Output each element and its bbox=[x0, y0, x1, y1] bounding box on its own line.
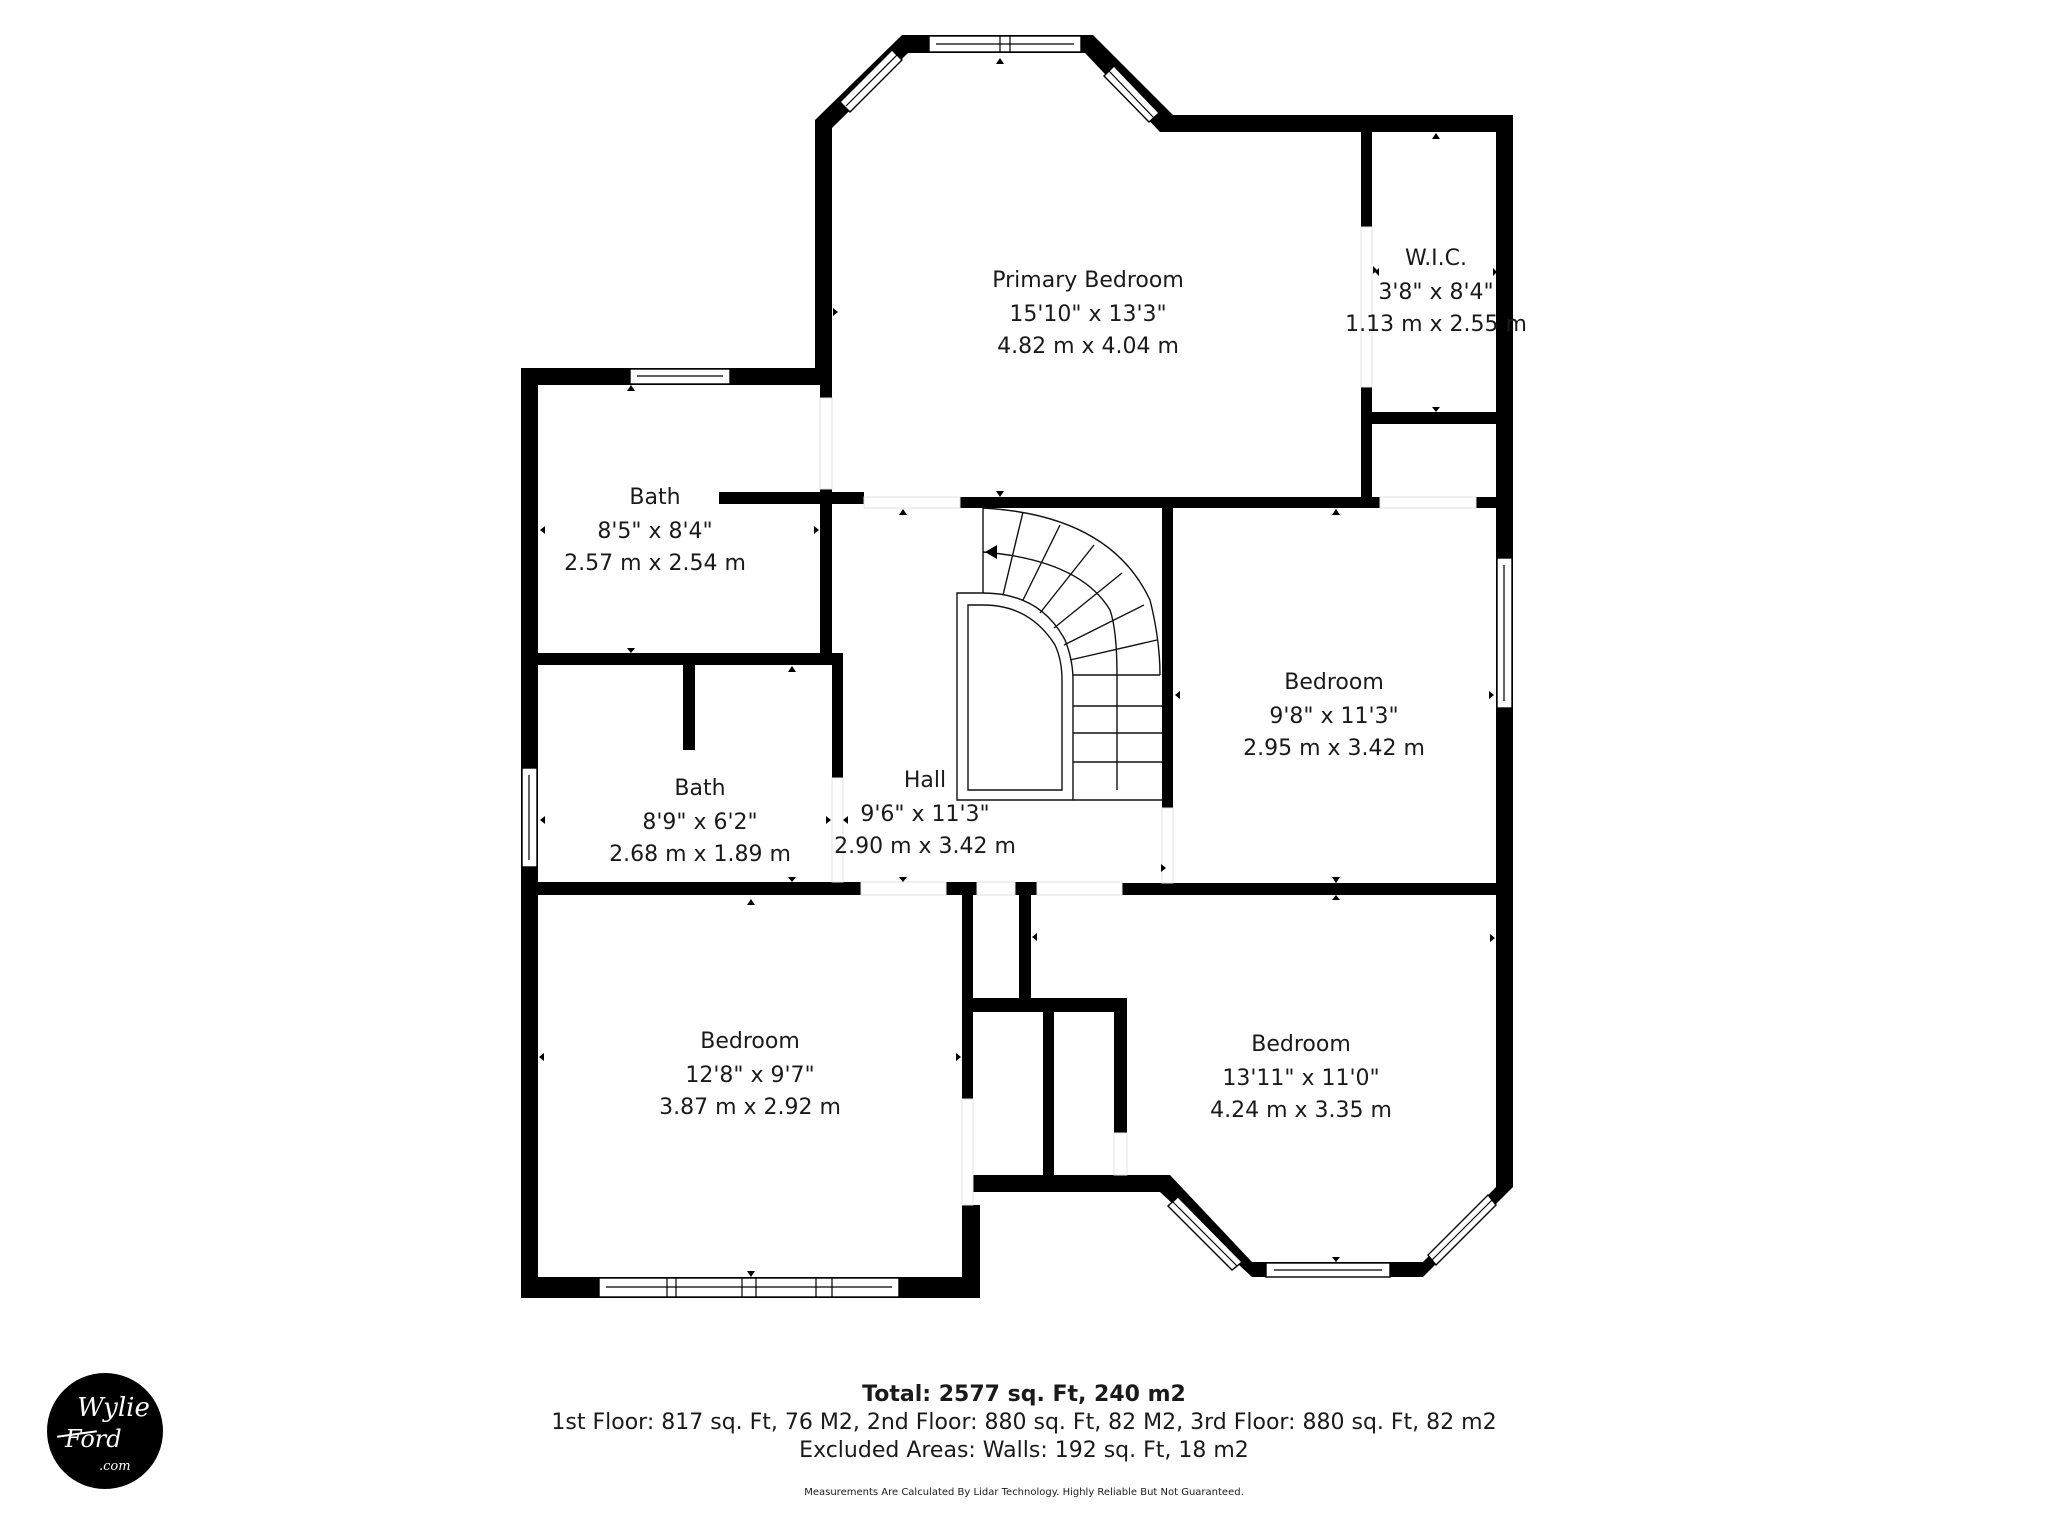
measurement-disclaimer: Measurements Are Calculated By Lidar Tec… bbox=[804, 1487, 1244, 1498]
room-dimensions-metric: 3.87 m x 2.92 m bbox=[659, 1095, 841, 1120]
room-name: Bedroom bbox=[1251, 1032, 1351, 1057]
room-dimensions-imperial: 9'6" x 11'3" bbox=[860, 802, 990, 827]
room-label-bath-lower: Bath 8'9" x 6'2" 2.68 m x 1.89 m bbox=[609, 778, 791, 876]
room-label-hall: Hall 9'6" x 11'3" 2.90 m x 3.42 m bbox=[834, 770, 1016, 868]
room-dimensions-metric: 2.68 m x 1.89 m bbox=[609, 842, 791, 867]
room-dimensions-imperial: 13'11" x 11'0" bbox=[1222, 1066, 1380, 1091]
room-label-wic: W.I.C. 3'8" x 8'4" 1.13 m x 2.55 m bbox=[1345, 248, 1527, 346]
excluded-areas: Excluded Areas: Walls: 192 sq. Ft, 18 m2 bbox=[799, 1438, 1249, 1463]
room-dimensions-metric: 1.13 m x 2.55 m bbox=[1345, 312, 1527, 337]
room-label-bedroom-southeast: Bedroom 13'11" x 11'0" 4.24 m x 3.35 m bbox=[1210, 1034, 1392, 1132]
room-name: Bath bbox=[629, 485, 681, 510]
brand-logo: Wylie Ford .com bbox=[47, 1373, 163, 1489]
floor-areas: 1st Floor: 817 sq. Ft, 76 M2, 2nd Floor:… bbox=[551, 1410, 1497, 1435]
room-name: Bath bbox=[674, 776, 726, 801]
room-name: Primary Bedroom bbox=[992, 268, 1184, 293]
logo-line-2: Ford bbox=[65, 1425, 122, 1453]
room-label-bath-upper: Bath 8'5" x 8'4" 2.57 m x 2.54 m bbox=[564, 487, 746, 585]
room-dimensions-imperial: 9'8" x 11'3" bbox=[1269, 704, 1399, 729]
room-dimensions-imperial: 8'9" x 6'2" bbox=[642, 810, 758, 835]
room-name: W.I.C. bbox=[1404, 246, 1468, 271]
room-dimensions-metric: 2.57 m x 2.54 m bbox=[564, 551, 746, 576]
door-openings bbox=[819, 226, 1477, 1206]
room-name: Bedroom bbox=[700, 1029, 800, 1054]
staircase bbox=[956, 507, 1162, 801]
room-dimensions-imperial: 8'5" x 8'4" bbox=[597, 519, 713, 544]
room-dimensions-metric: 4.82 m x 4.04 m bbox=[997, 334, 1179, 359]
windows bbox=[521, 35, 1513, 1298]
room-name: Bedroom bbox=[1284, 670, 1384, 695]
room-dimensions-metric: 2.95 m x 3.42 m bbox=[1243, 736, 1425, 761]
room-name: Hall bbox=[903, 768, 947, 793]
room-dimensions-metric: 4.24 m x 3.35 m bbox=[1210, 1098, 1392, 1123]
room-label-bedroom-east: Bedroom 9'8" x 11'3" 2.95 m x 3.42 m bbox=[1243, 672, 1425, 770]
room-dimensions-imperial: 12'8" x 9'7" bbox=[685, 1063, 815, 1088]
logo-line-3: .com bbox=[99, 1459, 131, 1474]
measurement-markers bbox=[539, 58, 1497, 1277]
logo-line-1: Wylie bbox=[77, 1393, 150, 1423]
room-dimensions-imperial: 15'10" x 13'3" bbox=[1009, 302, 1167, 327]
room-dimensions-metric: 2.90 m x 3.42 m bbox=[834, 834, 1016, 859]
room-label-bedroom-southwest: Bedroom 12'8" x 9'7" 3.87 m x 2.92 m bbox=[659, 1031, 841, 1129]
total-area: Total: 2577 sq. Ft, 240 m2 bbox=[862, 1382, 1186, 1407]
room-label-primary-bedroom: Primary Bedroom 15'10" x 13'3" 4.82 m x … bbox=[992, 270, 1184, 368]
room-dimensions-imperial: 3'8" x 8'4" bbox=[1378, 280, 1494, 305]
